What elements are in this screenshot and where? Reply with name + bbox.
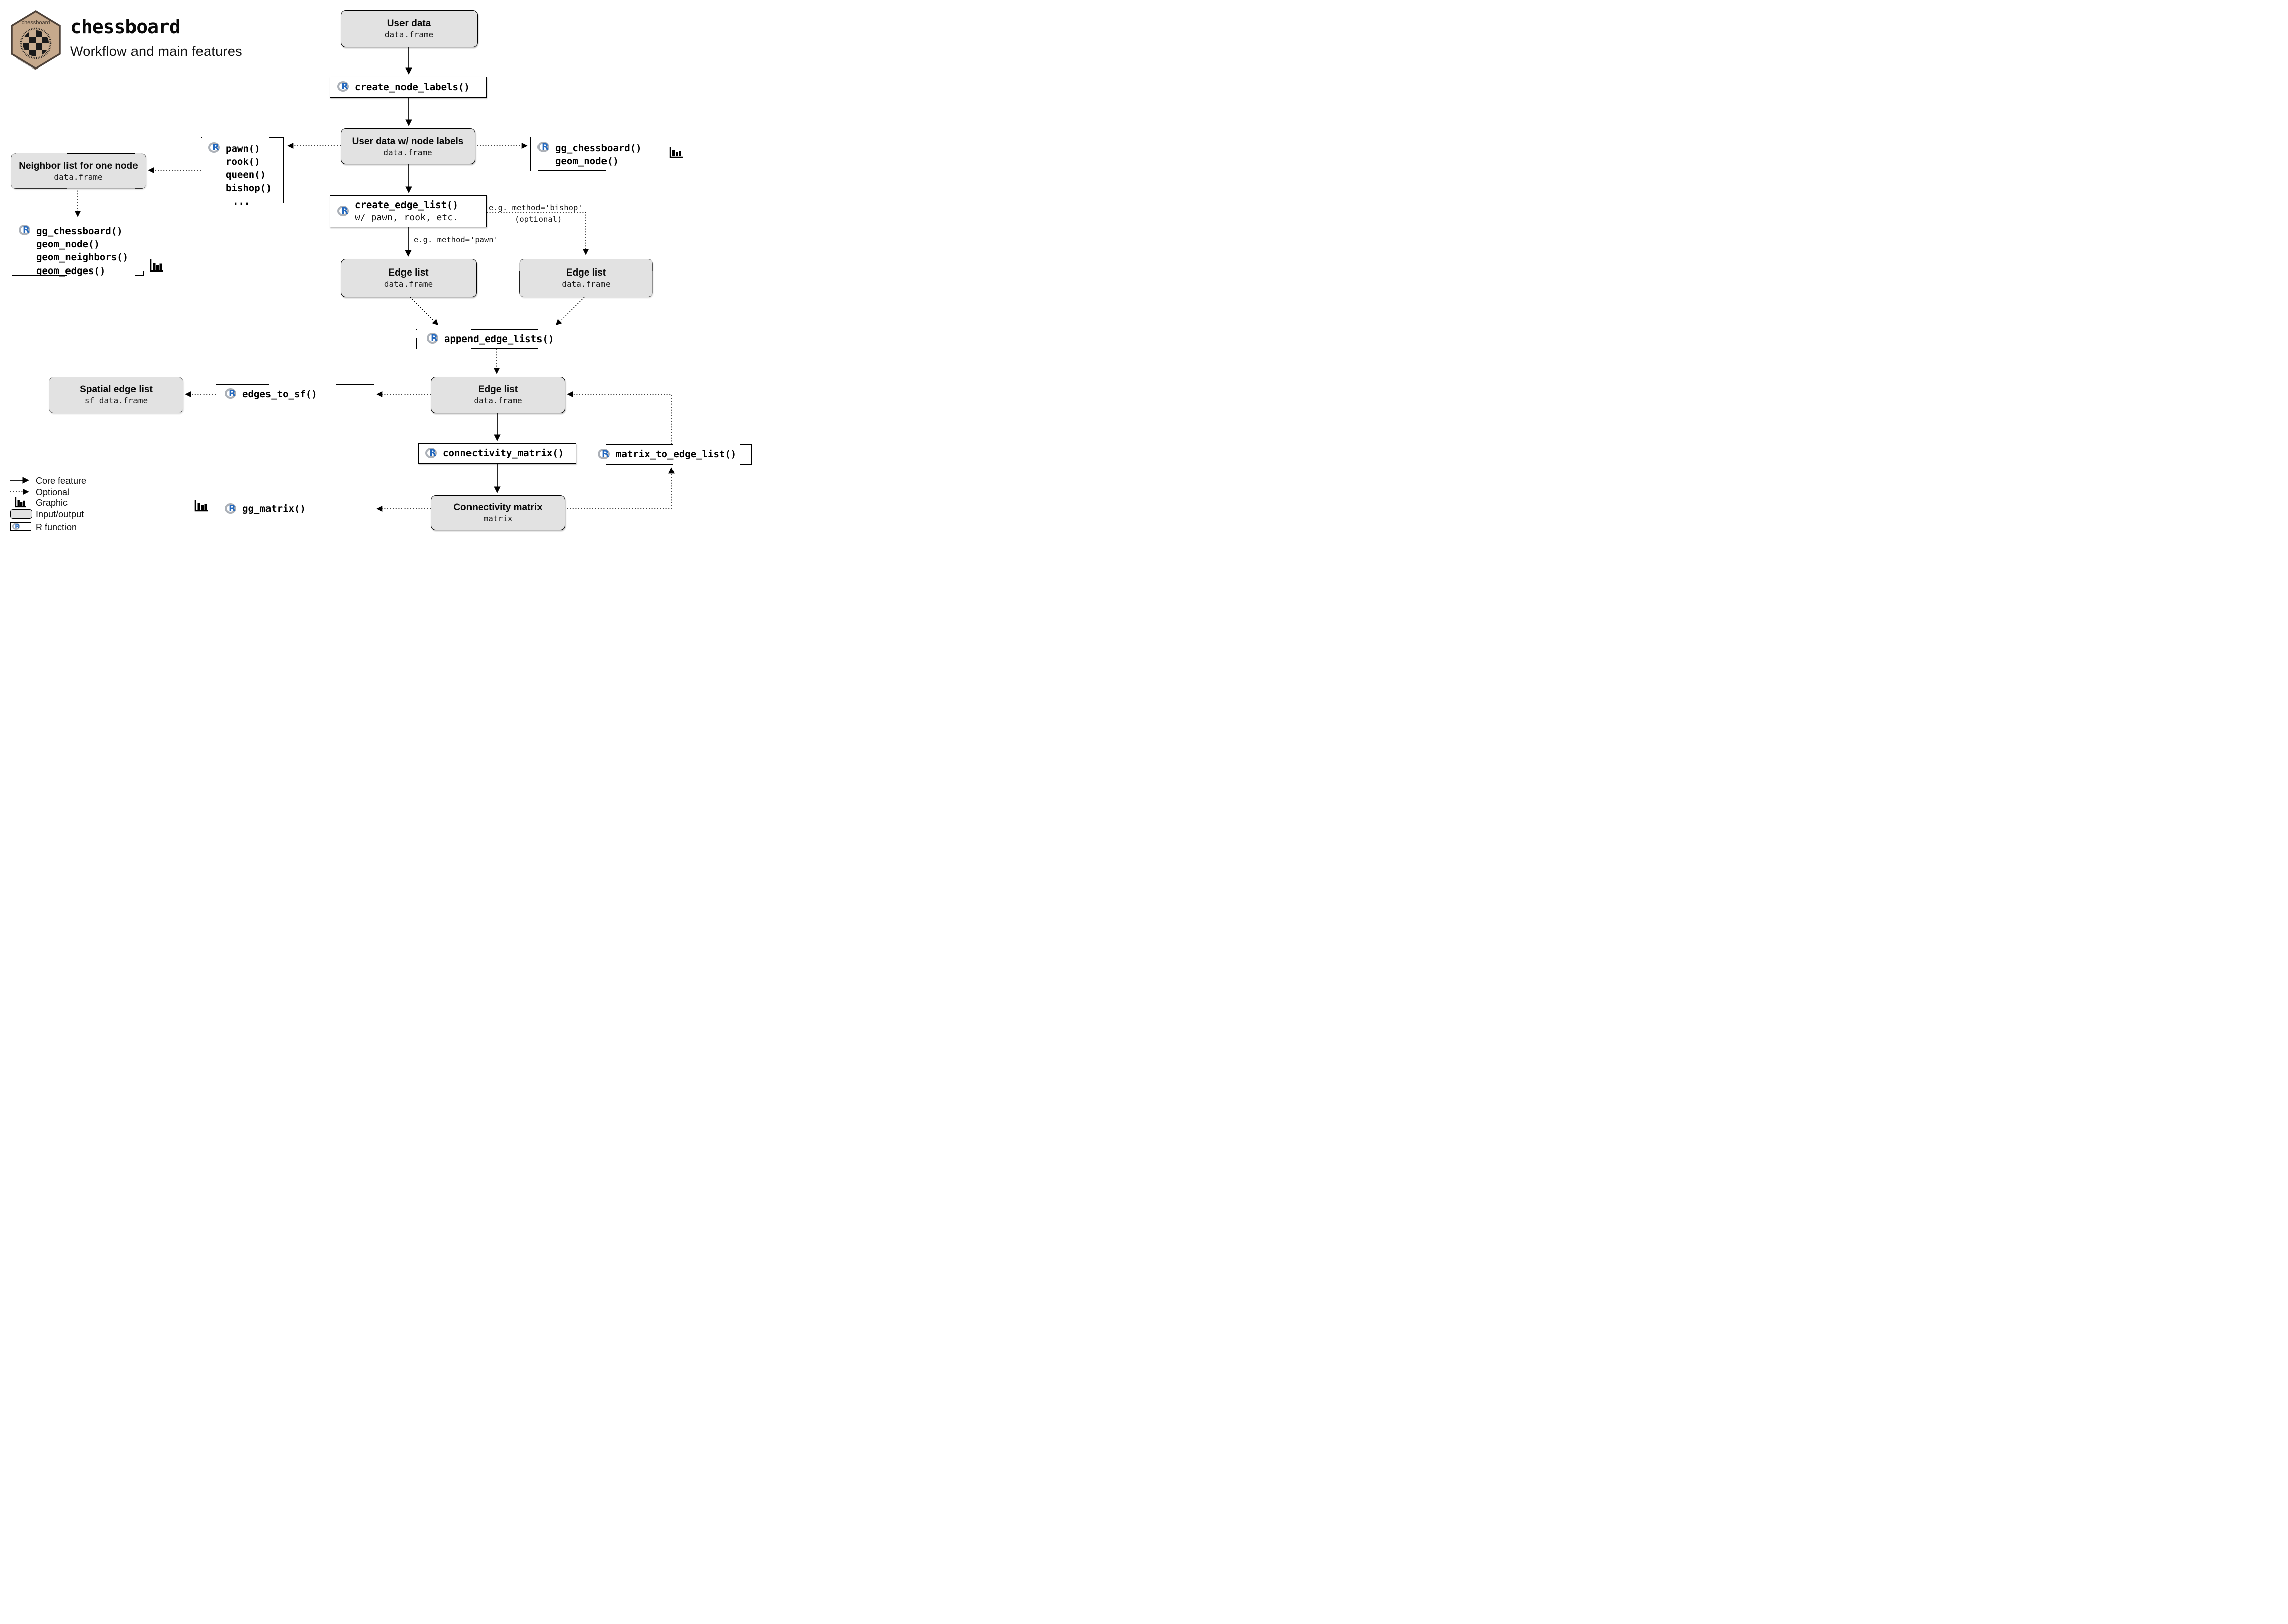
fn-label: rook() [226, 156, 260, 168]
r-logo-icon: R [598, 448, 611, 461]
bar-chart-icon [150, 259, 163, 272]
r-logo-icon: R [19, 225, 32, 237]
fn-label: append_edge_lists() [444, 333, 554, 345]
node-subtitle: data.frame [474, 396, 522, 405]
node-edge-list-left: Edge list data.frame [341, 259, 477, 297]
r-logo-icon: R [225, 388, 238, 400]
legend-label-core-feature: Core feature [36, 476, 87, 486]
node-title: Edge list [388, 267, 429, 278]
node-title: Neighbor list for one node [19, 160, 138, 171]
fn-label: queen() [226, 169, 266, 181]
fn-label: create_node_labels() [355, 81, 470, 93]
node-title: Connectivity matrix [453, 502, 543, 513]
fn-label: gg_chessboard() [555, 143, 642, 154]
node-title: User data [387, 18, 431, 29]
fn-label: gg_matrix() [242, 503, 306, 515]
r-logo-icon: R [425, 447, 438, 460]
fn-gg-neighbors-group: R gg_chessboard() geom_node() geom_neigh… [12, 220, 144, 277]
node-title: Edge list [478, 384, 518, 395]
node-title: Spatial edge list [80, 384, 153, 395]
fn-matrix-to-edge-list: R matrix_to_edge_list() [591, 444, 752, 465]
fn-label: edges_to_sf() [242, 388, 317, 400]
r-function-swatch: R [10, 522, 31, 531]
fn-label: connectivity_matrix() [443, 448, 564, 459]
node-title: Edge list [566, 267, 607, 278]
node-neighbor-list: Neighbor list for one node data.frame [11, 153, 146, 189]
node-subtitle: data.frame [562, 279, 611, 289]
fn-label: gg_chessboard() [36, 226, 123, 237]
fn-label: ... [233, 195, 250, 207]
fn-label: bishop() [226, 182, 272, 194]
edge-label-optional: (optional) [515, 215, 562, 224]
node-user-data-node-labels: User data w/ node labels data.frame [341, 128, 475, 164]
fn-pawn-rook-queen-bishop: R pawn() rook() queen() bishop() ... [201, 137, 284, 207]
arrow-connectivitymatrix-to-matrixtoedgelist [564, 467, 675, 509]
fn-label: geom_node() [555, 156, 619, 167]
fn-label: geom_node() [36, 239, 100, 250]
node-connectivity-matrix: Connectivity matrix matrix [431, 495, 565, 530]
edge-label-method-bishop: e.g. method='bishop' [489, 203, 583, 212]
r-logo-icon: R [427, 333, 440, 345]
node-subtitle: data.frame [384, 30, 434, 39]
fn-sublabel: w/ pawn, rook, etc. [355, 212, 458, 223]
bar-chart-icon [15, 497, 26, 508]
arrow-method-bishop-path [487, 212, 589, 255]
fn-label: geom_edges() [36, 265, 106, 277]
r-logo-icon: R [337, 81, 350, 93]
fn-gg-chessboard-geom-node: R gg_chessboard() geom_node() [530, 137, 661, 171]
node-subtitle: matrix [483, 514, 513, 523]
node-subtitle: sf data.frame [84, 396, 148, 405]
fn-label: matrix_to_edge_list() [616, 449, 737, 460]
arrow-edgelistleft-to-append [410, 297, 439, 326]
workflow-diagram: chessboard https://github.com/frbcesab/c… [0, 0, 763, 542]
bar-chart-icon [194, 500, 208, 512]
hex-logo: chessboard https://github.com/frbcesab/c… [11, 10, 61, 70]
edge-label-method-pawn: e.g. method='pawn' [414, 235, 498, 244]
node-subtitle: data.frame [54, 172, 103, 182]
connector-layer [10, 46, 675, 512]
bar-chart-icon [669, 147, 683, 158]
legend-label-r-function: R function [36, 522, 77, 532]
node-spatial-edge-list: Spatial edge list sf data.frame [49, 377, 183, 413]
legend-label-graphic: Graphic [36, 498, 68, 508]
page-subtitle: Workflow and main features [70, 44, 242, 59]
legend-label-input-output: Input/output [36, 509, 84, 519]
fn-label: geom_neighbors() [36, 252, 129, 263]
r-logo-icon: R [12, 522, 21, 531]
fn-connectivity-matrix: R connectivity_matrix() [418, 443, 576, 464]
node-edge-list-main: Edge list data.frame [431, 377, 565, 413]
r-logo-icon: R [537, 142, 551, 154]
node-title: User data w/ node labels [352, 136, 464, 147]
node-user-data: User data data.frame [341, 10, 478, 47]
fn-edges-to-sf: R edges_to_sf() [216, 384, 374, 404]
node-subtitle: data.frame [384, 279, 433, 289]
node-subtitle: data.frame [383, 147, 432, 157]
arrow-matrixtoedgelist-to-edgelistmain [567, 391, 672, 444]
fn-create-node-labels: R create_node_labels() [330, 77, 487, 98]
r-logo-icon: R [337, 205, 350, 218]
fn-label: pawn() [226, 143, 260, 154]
input-output-swatch [10, 509, 32, 519]
fn-append-edge-lists: R append_edge_lists() [416, 329, 576, 349]
node-edge-list-right: Edge list data.frame [519, 259, 653, 297]
r-logo-icon: R [225, 503, 238, 515]
fn-gg-matrix: R gg_matrix() [216, 499, 374, 519]
fn-label: create_edge_list() [355, 199, 458, 211]
hex-logo-badge-text: chessboard [22, 20, 50, 26]
arrow-edgelistright-to-append [555, 297, 585, 326]
page-title: chessboard [70, 16, 181, 38]
r-logo-icon: R [208, 142, 221, 154]
fn-create-edge-list: R create_edge_list() w/ pawn, rook, etc. [330, 195, 487, 227]
legend-label-optional: Optional [36, 487, 70, 497]
